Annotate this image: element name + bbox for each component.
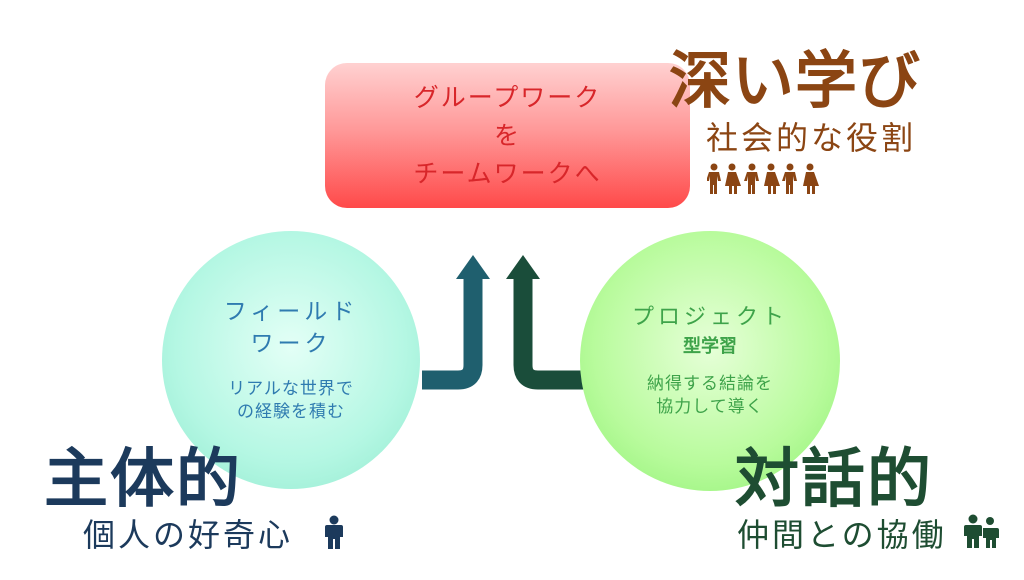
person-icon <box>325 515 343 549</box>
up-arrows <box>422 255 585 390</box>
project-bold: 型学習 <box>683 336 737 357</box>
top-box-line-2: を <box>493 120 521 150</box>
fieldwork-title-1: フィールド <box>223 299 359 325</box>
fieldwork-desc-2: の経験を積む <box>237 402 345 422</box>
group-people-icon <box>707 163 819 194</box>
deep-learning-title: 深い学び <box>669 44 922 117</box>
dialogic-subtitle: 仲間との協働 <box>737 516 947 554</box>
left-arrow-head <box>456 255 490 279</box>
project-desc-1: 納得する結論を <box>647 374 773 394</box>
project-learning-circle: プロジェクト 型学習 納得する結論を 協力して導く <box>580 231 840 491</box>
right-up-arrow <box>513 277 585 390</box>
proactive-title: 主体的 <box>44 443 242 517</box>
deep-learning-subtitle: 社会的な役割 <box>706 119 917 157</box>
dialogic-title: 対話的 <box>735 443 933 517</box>
fieldwork-desc-1: リアルな世界で <box>228 379 354 399</box>
project-desc-2: 協力して導く <box>656 397 764 417</box>
group-to-team-box: グループワーク を チームワークへ <box>325 63 690 208</box>
fieldwork-title-2: ワーク <box>250 331 332 357</box>
top-box-line-3: チームワークへ <box>413 158 602 188</box>
left-up-arrow <box>422 277 483 390</box>
top-box-line-1: グループワーク <box>413 82 602 112</box>
two-people-icon <box>964 514 999 548</box>
project-title: プロジェクト <box>631 305 788 330</box>
proactive-subtitle: 個人の好奇心 <box>83 516 294 554</box>
fieldwork-circle: フィールド ワーク リアルな世界で の経験を積む <box>162 231 420 489</box>
right-arrow-head <box>506 255 540 279</box>
